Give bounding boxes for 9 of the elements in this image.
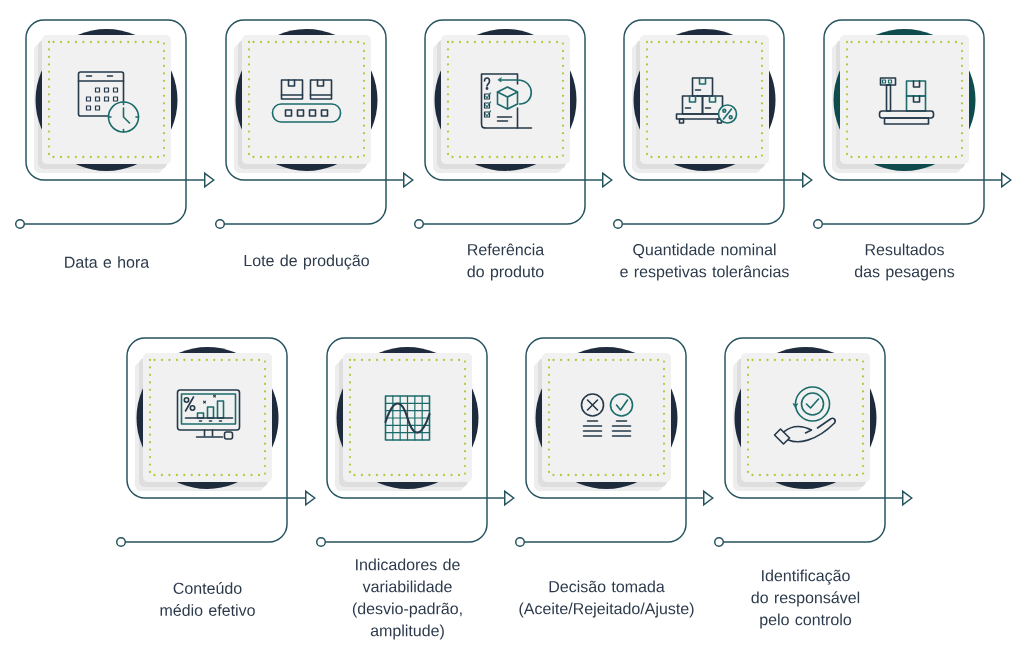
step-label: Referência do produto bbox=[467, 243, 545, 281]
step-label: Indicadores de variabilidade (desvio-padrão, amplitude) bbox=[352, 558, 462, 640]
step-label: Resultados das pesagens bbox=[854, 243, 955, 281]
step-label: Data e hora bbox=[65, 256, 150, 268]
step-label: Identificação do responsável pelo controlo bbox=[751, 569, 860, 629]
step-label: Conteúdo médio efetivo bbox=[160, 582, 255, 616]
step-label: Quantidade nominal e respetivas tolerâncias bbox=[620, 243, 789, 281]
step-label: Decisão tomada (Aceite/Rejeitado/Ajuste) bbox=[519, 580, 694, 618]
step-label: Lote de produção bbox=[244, 254, 369, 270]
